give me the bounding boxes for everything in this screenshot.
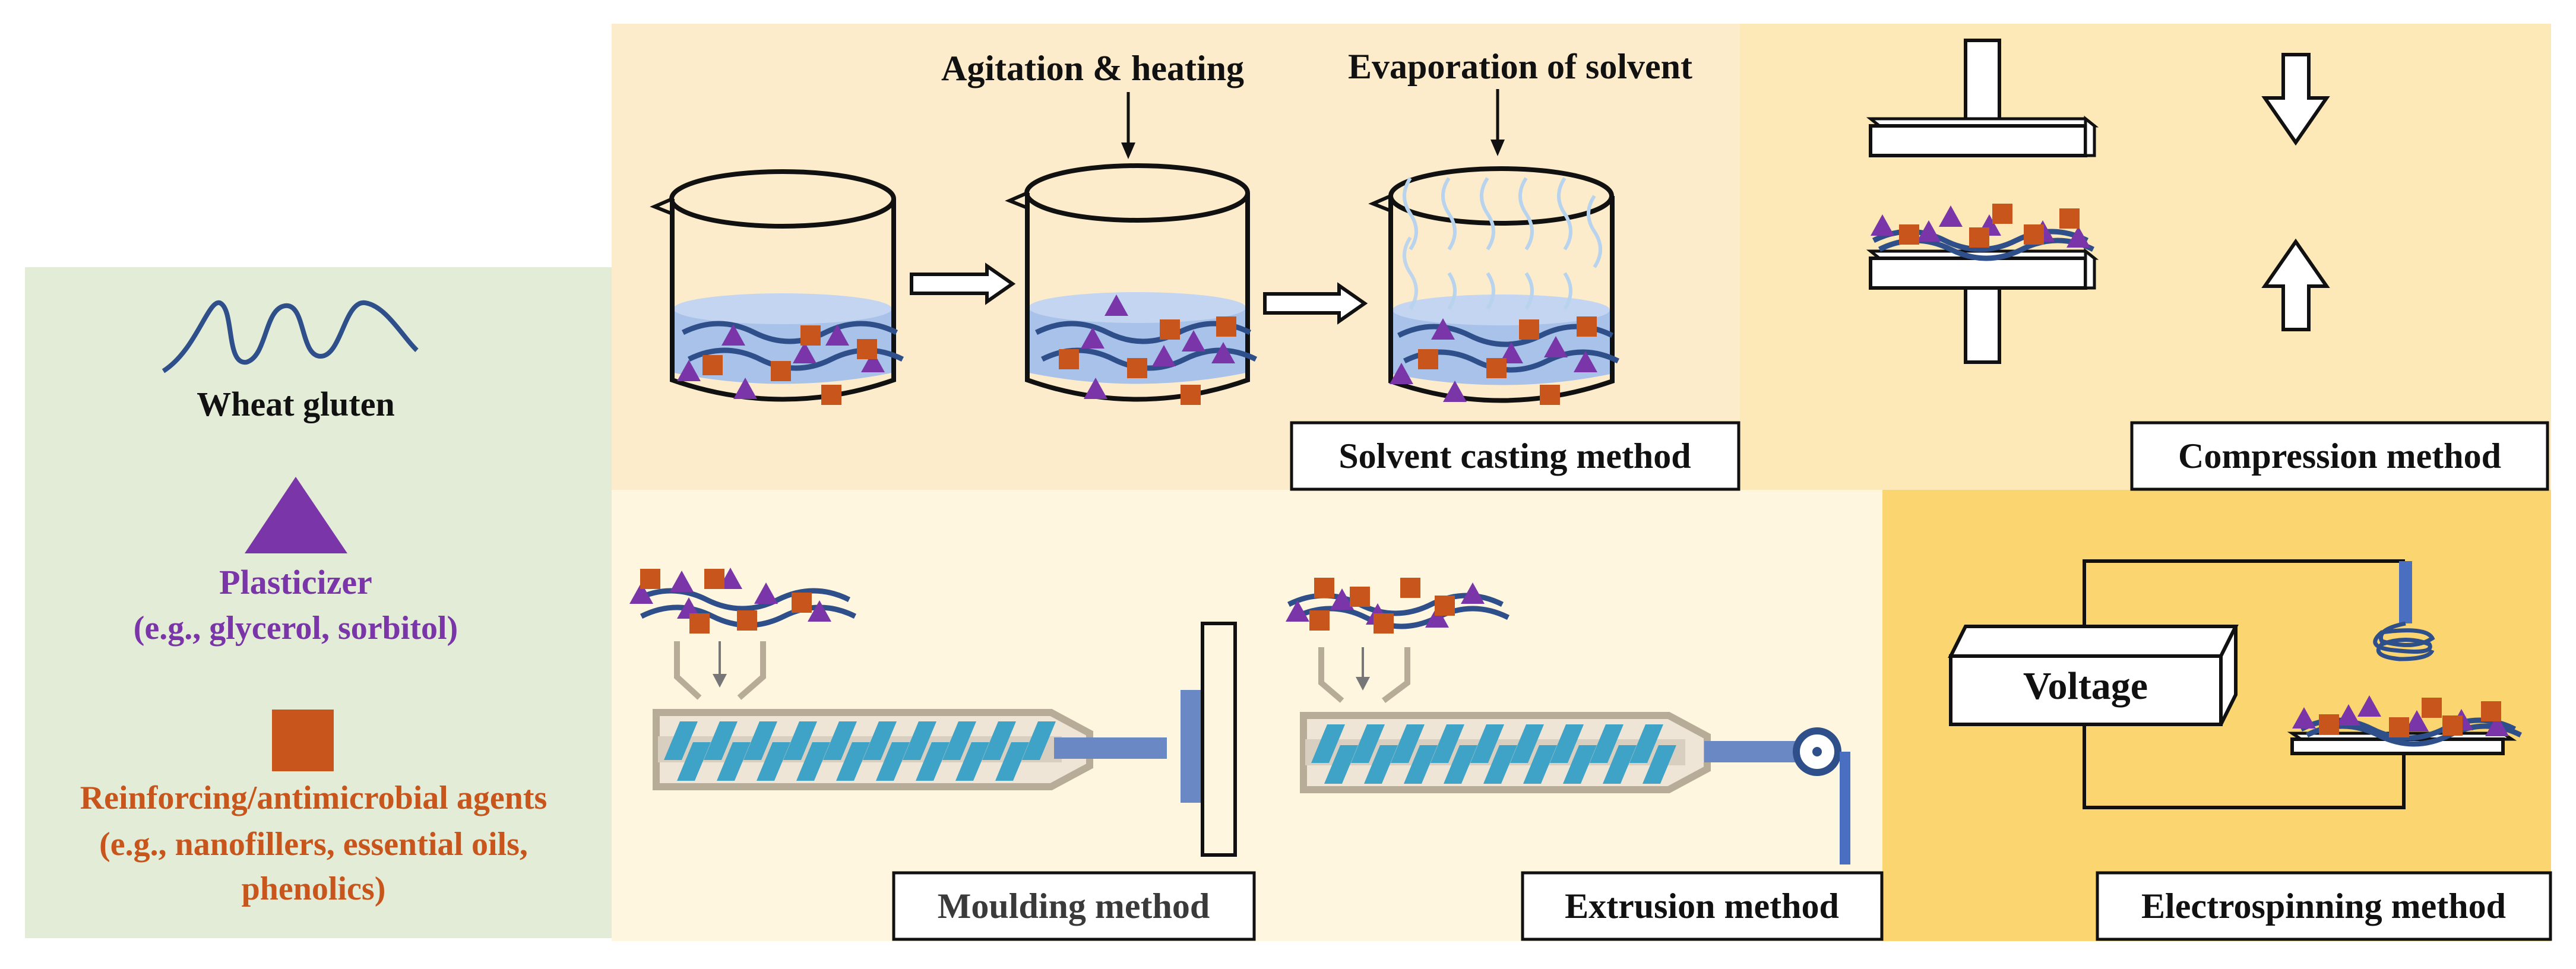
- electrospinning-circuit: [2083, 559, 2406, 809]
- solvent-casting-panel: [612, 24, 1740, 490]
- moulding-extruder: [653, 622, 1237, 857]
- compression-label: Compression method: [2178, 436, 2501, 476]
- beaker-3: [1368, 166, 1618, 405]
- extrusion-label: Extrusion method: [1565, 886, 1839, 926]
- compression-press: [1866, 39, 2099, 364]
- moulding-label-box: [892, 871, 1256, 941]
- plasticizer-examples: (e.g., glycerol, sorbitol): [134, 610, 458, 647]
- agitation-heating-label: Agitation & heating: [941, 49, 1244, 88]
- electrospinning-label-box: [2096, 871, 2552, 941]
- step-arrow-2: [1263, 282, 1368, 325]
- press-down-arrow: [2261, 53, 2330, 146]
- agitation-arrow: [1121, 92, 1135, 159]
- vapor-lines: [1403, 177, 1602, 310]
- reinforcing-agent-icon: [272, 710, 334, 771]
- plasticizer-label: Plasticizer: [219, 563, 372, 601]
- spinneret: [2373, 561, 2435, 661]
- extrusion-extruder: [1300, 647, 1850, 864]
- voltage-label: Voltage: [2023, 664, 2148, 708]
- press-up-arrow: [2261, 238, 2330, 331]
- compression-panel: [1740, 24, 2551, 490]
- collector-plate: [2287, 695, 2521, 755]
- step-arrow-1: [910, 262, 1016, 305]
- plasticizer-icon: [245, 477, 347, 553]
- electrospinning-label: Electrospinning method: [2141, 886, 2506, 926]
- agents-examples-line2: phenolics): [242, 870, 386, 907]
- beaker-1: [650, 169, 903, 405]
- agents-label: Reinforcing/antimicrobial agents: [80, 780, 548, 816]
- wheat-gluten-label: Wheat gluten: [197, 385, 395, 423]
- agents-examples-line1: (e.g., nanofillers, essential oils,: [99, 826, 528, 863]
- legend-panel: [25, 267, 612, 938]
- compression-label-box: [2130, 421, 2549, 491]
- extrusion-label-box: [1521, 871, 1884, 941]
- beaker-2: [1005, 163, 1256, 405]
- moulding-label: Moulding method: [938, 886, 1210, 926]
- evaporation-label: Evaporation of solvent: [1348, 47, 1692, 86]
- solvent-casting-label-box: [1290, 421, 1740, 491]
- voltage-box: [1948, 625, 2239, 726]
- wheat-gluten-icon: [162, 300, 419, 373]
- evaporation-arrow: [1490, 89, 1505, 156]
- solvent-casting-label: Solvent casting method: [1338, 436, 1691, 476]
